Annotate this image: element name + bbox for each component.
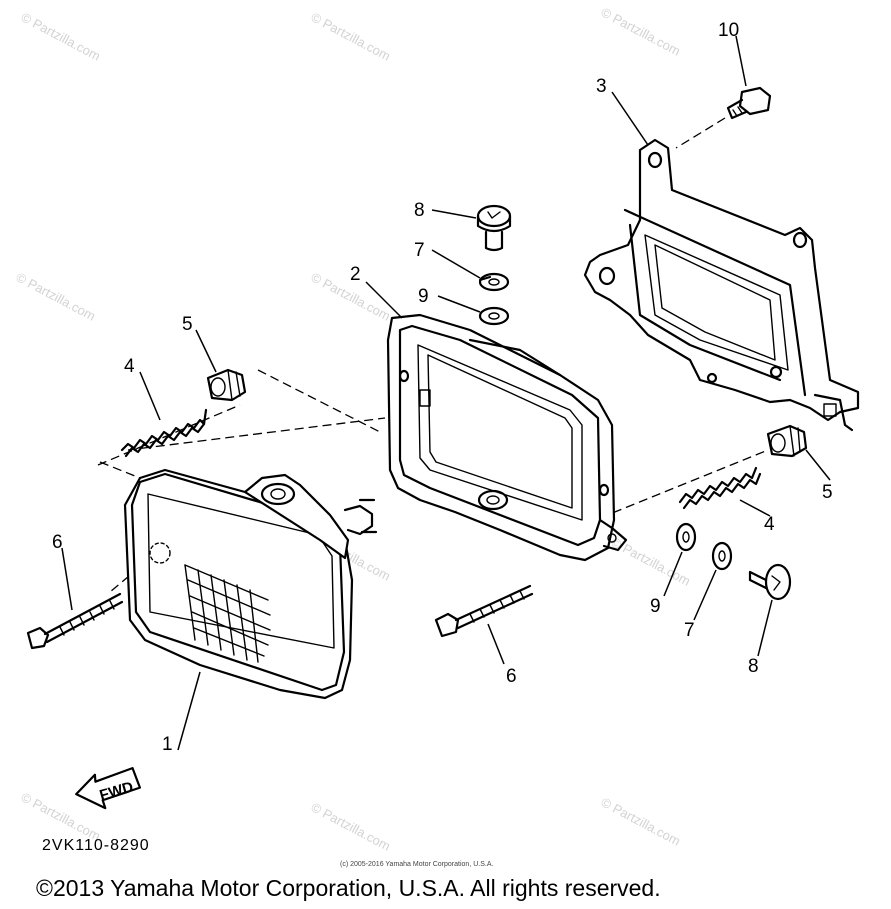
callout-10: 10 (718, 20, 739, 41)
watermark: © Partzilla.com (19, 9, 103, 63)
washer-right-9 (675, 522, 697, 552)
mounting-bracket (583, 138, 860, 432)
callout-4-right: 4 (764, 514, 775, 535)
callouts: 1 2 3 4 5 6 8 7 9 10 5 4 9 7 8 6 (52, 20, 833, 755)
callout-6-right: 6 (506, 666, 517, 687)
callout-3: 3 (596, 76, 607, 97)
callout-8-top: 8 (414, 200, 425, 221)
bolt-part-10 (726, 86, 772, 120)
watermark: © Partzilla.com (599, 794, 683, 848)
lock-washer-top-7 (478, 272, 510, 292)
callout-7-top: 7 (414, 240, 425, 261)
callout-9-top: 9 (418, 286, 429, 307)
watermark: © Partzilla.com (309, 9, 393, 63)
headlight-rim (386, 313, 628, 562)
screw-top-8 (476, 204, 512, 252)
leader-lines (61, 35, 831, 751)
callout-7-right: 7 (684, 620, 695, 641)
callout-4-left: 4 (124, 356, 135, 377)
adjuster-nut-left (206, 368, 247, 402)
callout-2: 2 (350, 264, 361, 285)
screw-left (26, 592, 124, 650)
lens-grid (184, 564, 271, 663)
screw-right-8 (748, 563, 792, 601)
headlight-unit (123, 468, 378, 700)
screw-right (434, 584, 534, 638)
copyright-notice: ©2013 Yamaha Motor Corporation, U.S.A. A… (36, 875, 661, 901)
callout-5-right: 5 (822, 482, 833, 503)
watermark: © Partzilla.com (309, 799, 393, 853)
small-copyright: (c) 2005-2016 Yamaha Motor Corporation, … (340, 861, 493, 868)
callout-8-right: 8 (748, 656, 759, 677)
lock-washer-right-7 (711, 541, 733, 571)
washer-top-9 (478, 306, 510, 326)
diagram-part-number: 2VK110-8290 (42, 837, 150, 854)
forward-arrow-icon: FWD (75, 766, 142, 810)
callout-1: 1 (162, 734, 173, 755)
adjuster-nut-right (766, 424, 808, 458)
watermark: © Partzilla.com (599, 4, 683, 58)
callout-6-left: 6 (52, 532, 63, 553)
callout-9-right: 9 (650, 596, 661, 617)
callout-5-left: 5 (182, 314, 193, 335)
spring-right (678, 466, 762, 510)
watermark: © Partzilla.com (14, 269, 98, 323)
spring-left (120, 408, 208, 458)
